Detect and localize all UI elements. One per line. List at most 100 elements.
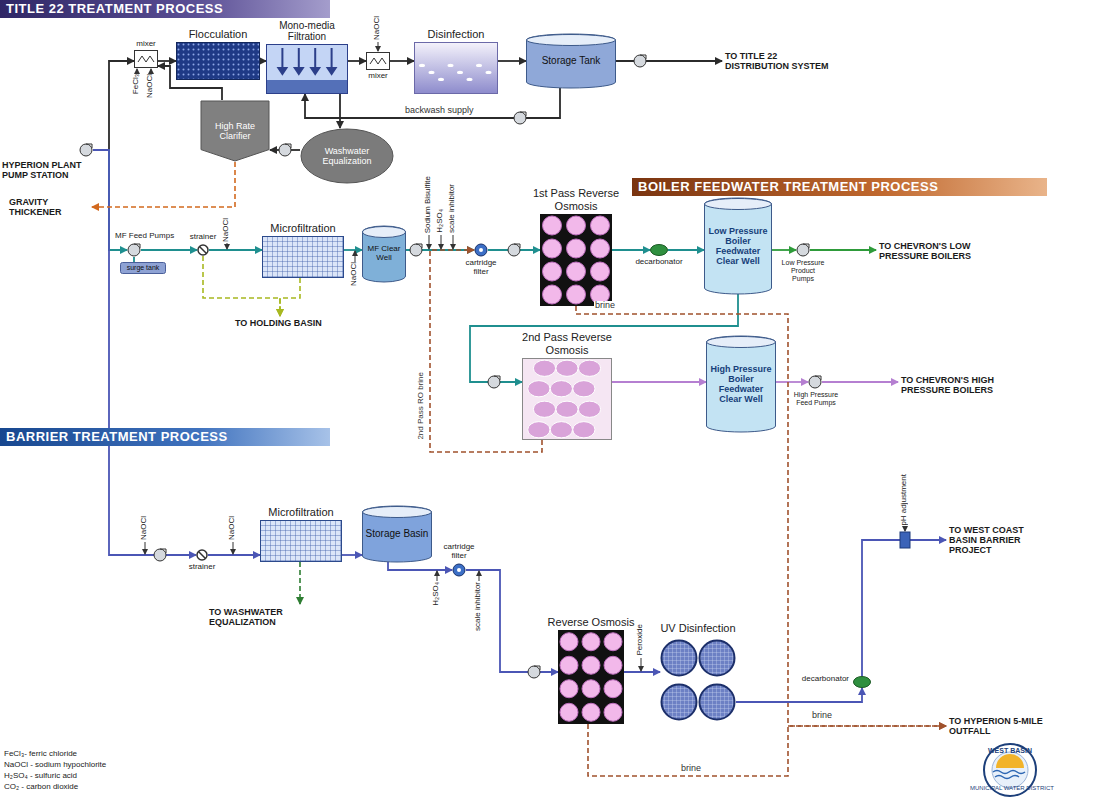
rect-node: GRAVITY THICKENER	[6, 194, 92, 220]
node-label: TO WEST COAST BASIN BARRIER PROJECT	[946, 525, 1042, 555]
node-label: Storage Tank	[526, 55, 616, 66]
node-label: Mono-media Filtration	[262, 20, 352, 42]
flow-label: brine	[594, 301, 616, 311]
waste-flow-line	[299, 562, 301, 604]
node-label: TO WASHWATER EQUALIZATION	[206, 607, 318, 627]
cart-node: cartridge filter	[474, 243, 488, 257]
chemical-feed-label: NaOCl	[373, 16, 381, 40]
floc-outline	[176, 42, 260, 80]
chemical-feed-label: pH adjustment	[900, 474, 908, 526]
note-label: NaOCl - sodium hypochlorite	[4, 761, 204, 770]
rect-node: TO TITLE 22 DISTRIBUTION SYSTEM	[722, 48, 834, 74]
flow-label: backwash supply	[404, 106, 475, 116]
node-label: decarbonator	[630, 258, 688, 267]
process-flow-line	[772, 249, 796, 251]
process-flow-line	[390, 60, 414, 62]
mixer-outline	[366, 52, 390, 70]
node-label: TO CHEVRON'S HIGH PRESSURE BOILERS	[898, 375, 1032, 395]
node-label: TO CHEVRON'S LOW PRESSURE BOILERS	[876, 241, 1010, 261]
process-flow-line	[93, 150, 196, 555]
filter-outline	[266, 44, 348, 94]
strainer-node: strainer	[196, 549, 208, 561]
uv-outline	[660, 636, 736, 724]
process-flow-line	[339, 94, 341, 128]
disinf-outline	[414, 42, 498, 94]
process-flow-line	[498, 60, 526, 62]
process-flow-line	[208, 554, 260, 556]
node-label: Disinfection	[414, 28, 498, 40]
node-label: MF Clear Well	[362, 245, 406, 263]
waste-flow-line	[280, 278, 300, 316]
node-label: 1st Pass Reverse Osmosis	[528, 187, 624, 212]
chemical-feed-label: NaOCl	[350, 262, 358, 286]
process-flow-line	[158, 60, 176, 62]
cyl-node: Storage Tank	[526, 34, 616, 88]
pump-outline	[127, 243, 141, 257]
strainer-outline	[196, 549, 208, 561]
node-label: cartridge filter	[461, 259, 501, 277]
decarb-outline	[650, 244, 668, 256]
filter-node: Mono-media Filtration	[266, 44, 348, 94]
note-label: WEST BASIN	[980, 747, 1040, 755]
process-flow-line	[133, 257, 135, 262]
process-flow-line	[348, 60, 366, 62]
note-label: CO₂ - carbon dioxide	[4, 783, 204, 792]
process-flow-line	[612, 381, 706, 383]
flow-label: 2nd Pass RO brine	[416, 372, 426, 440]
rect-node: TO CHEVRON'S HIGH PRESSURE BOILERS	[898, 372, 1032, 398]
node-label: decarbonator	[789, 675, 849, 684]
node-label: Flocculation	[176, 28, 260, 40]
pump-node: MF Feed Pumps	[127, 243, 141, 257]
process-flow-line	[466, 570, 558, 672]
process-flow-line	[209, 249, 262, 251]
node-label: Microfiltration	[260, 506, 342, 518]
process-flow-line	[668, 249, 704, 251]
pump-symbol	[154, 55, 646, 678]
cart-outline	[452, 563, 466, 577]
pump-outline	[79, 143, 93, 157]
chemical-feed-label: H₂SO₄	[432, 582, 440, 606]
disinf-node: Disinfection	[414, 42, 498, 94]
rect-node: TO HOLDING BASIN	[232, 316, 332, 331]
process-flow-line	[822, 381, 898, 383]
waste-flow-line	[92, 162, 235, 207]
node-label: cartridge filter	[439, 543, 479, 561]
node-label: MF Feed Pumps	[115, 232, 179, 241]
waste-flow-line	[576, 306, 946, 726]
process-flow-line	[141, 249, 197, 251]
node-label: surge tank	[120, 264, 166, 272]
mf-outline	[260, 520, 342, 562]
process-flow-line	[776, 381, 808, 383]
chemical-feed-label: Peroxide	[636, 624, 644, 656]
mf-node: Microfiltration	[260, 520, 342, 562]
ro2-outline	[522, 358, 612, 440]
decarb-node: decarbonator	[853, 676, 871, 688]
node-label: Low Pressure Boiler Feedwater Clear Well	[704, 226, 772, 266]
process-flow-line	[616, 60, 722, 62]
ph-adjustment-tank	[900, 532, 910, 548]
rect-node: TO WEST COAST BASIN BARRIER PROJECT	[946, 510, 1042, 570]
node-label: Reverse Osmosis	[543, 616, 639, 628]
node-label: Storage Basin	[362, 528, 432, 539]
ro2-node: 2nd Pass Reverse Osmosis	[522, 358, 612, 440]
cyl-node: High Pressure Boiler Feedwater Clear Wel…	[706, 336, 776, 432]
node-label: 2nd Pass Reverse Osmosis	[519, 331, 615, 356]
section-banner: TITLE 22 TREATMENT PROCESS	[0, 0, 330, 18]
section-banner: BOILER FEEDWATER TREATMENT PROCESS	[632, 178, 1047, 196]
floc-node: Flocculation	[176, 42, 260, 80]
process-flow-line	[342, 554, 362, 556]
note-label: H₂SO₄ - sulfuric acid	[4, 772, 204, 781]
node-label: Low Pressure Product Pumps	[780, 259, 826, 282]
decarb-outline	[853, 676, 871, 688]
mixer-node: mixer	[366, 52, 390, 70]
rect-node: TO CHEVRON'S LOW PRESSURE BOILERS	[876, 238, 1010, 264]
ro-outline	[558, 630, 624, 724]
ell-node: Washwater Equalization	[300, 128, 394, 184]
process-flow-line	[388, 562, 452, 570]
chemical-feed-label: FeCl₃	[132, 74, 140, 94]
chemical-feed-label: NaOCl	[146, 74, 154, 98]
rect-node: TO HYPERION 5-MILE OUTFALL	[946, 712, 1046, 740]
node-label: High Pressure Feed Pumps	[792, 391, 840, 407]
strainer-outline	[197, 244, 209, 256]
pump-node: High Pressure Feed Pumps	[808, 375, 822, 389]
